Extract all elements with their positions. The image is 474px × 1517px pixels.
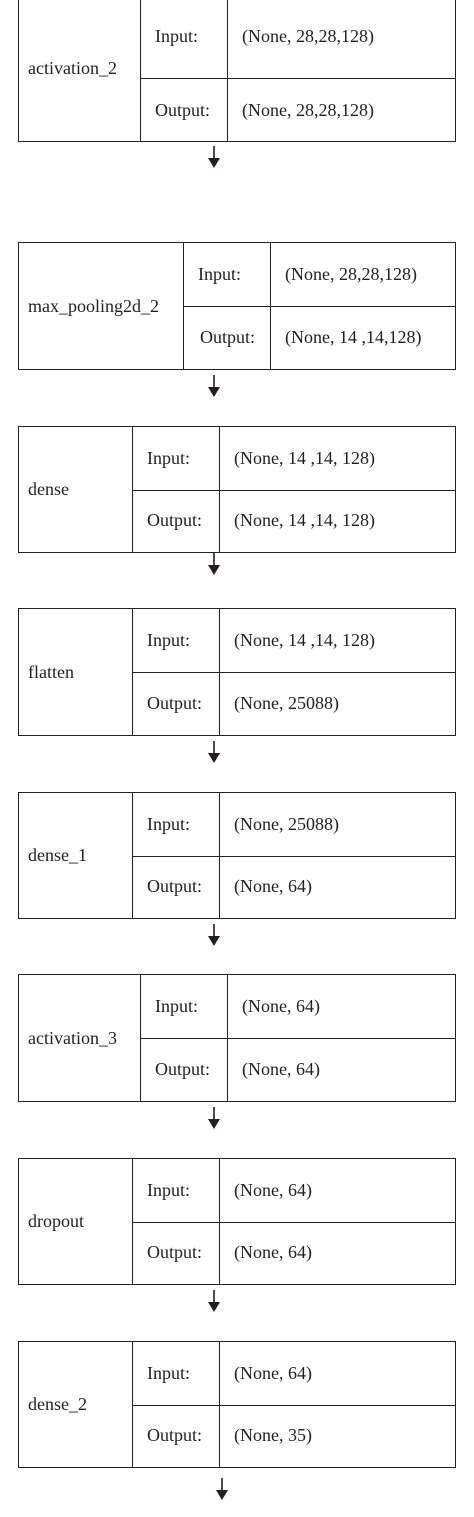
output-label: Output: [133, 671, 220, 735]
layer-block: activation_3 Input: (None, 64) Output: (… [18, 974, 456, 1102]
input-shape: (None, 64) [242, 996, 320, 1016]
output-label: Output: [133, 1221, 220, 1284]
input-shape: (None, 28,28,128) [242, 26, 374, 46]
output-label: Output: [133, 1404, 220, 1467]
output-row: Output: (None, 35) [133, 1404, 455, 1467]
layer-name: activation_2 [19, 0, 141, 141]
output-shape: (None, 64) [234, 876, 312, 896]
output-shape: (None, 64) [242, 1058, 320, 1079]
layer-block: dense Input: (None, 14 ,14, 128) Output:… [18, 426, 456, 553]
down-arrow-icon [208, 741, 220, 763]
input-label: Input: [133, 609, 220, 672]
down-arrow-icon [208, 553, 220, 575]
layer-name: dense [19, 427, 133, 552]
output-shape: (None, 14 ,14,128) [285, 326, 422, 347]
output-label: Output: [184, 305, 271, 369]
output-row: Output: (None, 64) [133, 1221, 455, 1284]
input-label: Input: [133, 1159, 220, 1222]
input-label: Input: [133, 1342, 220, 1405]
output-label: Output: [133, 855, 220, 918]
output-row: Output: (None, 64) [141, 1037, 455, 1101]
output-shape: (None, 35) [234, 1425, 312, 1445]
down-arrow-icon [208, 1107, 220, 1129]
input-label: Input: [141, 0, 228, 78]
down-arrow-icon [208, 1290, 220, 1312]
layer-block: activation_2 Input: (None, 28,28,128) Ou… [18, 0, 456, 142]
input-row: Input: (None, 64) [133, 1342, 455, 1406]
down-arrow-icon [216, 1478, 228, 1500]
input-row: Input: (None, 28,28,128) [141, 0, 455, 79]
input-shape: (None, 28,28,128) [285, 264, 417, 284]
layer-name: dropout [19, 1159, 133, 1284]
input-row: Input: (None, 28,28,128) [184, 243, 455, 307]
layer-name: dense_1 [19, 793, 133, 918]
layer-name: max_pooling2d_2 [19, 243, 184, 369]
output-row: Output: (None, 28,28,128) [141, 79, 455, 141]
input-row: Input: (None, 14 ,14, 128) [133, 609, 455, 673]
input-row: Input: (None, 64) [133, 1159, 455, 1223]
layer-name: dense_2 [19, 1342, 133, 1467]
down-arrow-icon [208, 146, 220, 168]
output-row: Output: (None, 25088) [133, 671, 455, 735]
layer-block: flatten Input: (None, 14 ,14, 128) Outpu… [18, 608, 456, 736]
input-label: Input: [133, 427, 220, 490]
input-row: Input: (None, 14 ,14, 128) [133, 427, 455, 491]
output-label: Output: [141, 79, 228, 141]
output-label: Output: [141, 1037, 228, 1101]
layer-block: dense_1 Input: (None, 25088) Output: (No… [18, 792, 456, 919]
output-row: Output: (None, 14 ,14,128) [184, 305, 455, 369]
down-arrow-icon [208, 375, 220, 397]
input-shape: (None, 14 ,14, 128) [234, 630, 375, 650]
output-shape: (None, 25088) [234, 692, 339, 713]
layer-block: dropout Input: (None, 64) Output: (None,… [18, 1158, 456, 1285]
input-row: Input: (None, 64) [141, 975, 455, 1039]
input-label: Input: [141, 975, 228, 1038]
output-shape: (None, 14 ,14, 128) [234, 510, 375, 530]
input-shape: (None, 25088) [234, 814, 339, 834]
input-label: Input: [133, 793, 220, 856]
input-shape: (None, 64) [234, 1180, 312, 1200]
down-arrow-icon [208, 924, 220, 946]
input-shape: (None, 14 ,14, 128) [234, 448, 375, 468]
layer-block: max_pooling2d_2 Input: (None, 28,28,128)… [18, 242, 456, 370]
input-row: Input: (None, 25088) [133, 793, 455, 857]
input-label: Input: [184, 243, 271, 306]
layer-block: dense_2 Input: (None, 64) Output: (None,… [18, 1341, 456, 1468]
output-shape: (None, 64) [234, 1242, 312, 1262]
output-label: Output: [133, 489, 220, 552]
output-row: Output: (None, 14 ,14, 128) [133, 489, 455, 552]
layer-name: activation_3 [19, 975, 141, 1101]
layer-name: flatten [19, 609, 133, 735]
output-shape: (None, 28,28,128) [242, 99, 374, 120]
input-shape: (None, 64) [234, 1363, 312, 1383]
output-row: Output: (None, 64) [133, 855, 455, 918]
